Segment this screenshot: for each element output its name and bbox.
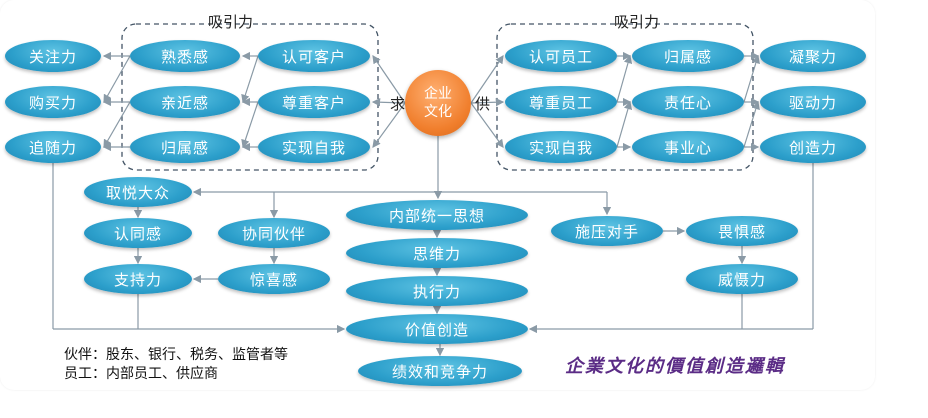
- footnote-employees: 员工：内部员工、供应商: [64, 366, 218, 382]
- node-right-inner-2: 尊重员工: [505, 86, 617, 118]
- node-thinking: 思维力: [346, 238, 528, 268]
- node-left-outer-3: 追随力: [5, 131, 101, 163]
- connector-15: [470, 102, 504, 148]
- footnote-partners: 伙伴：股东、银行、税务、监管者等: [64, 347, 288, 363]
- node-pressure-rivals: 施压对手: [551, 216, 663, 246]
- left-group-box: [121, 23, 379, 171]
- core-line-2: 文化: [424, 104, 452, 120]
- node-left-inner-3: 实现自我: [258, 131, 370, 163]
- node-left-mid-3: 归属感: [130, 131, 240, 163]
- node-fear: 畏惧感: [686, 216, 798, 246]
- node-left-inner-1: 认可客户: [258, 40, 370, 72]
- node-please-public: 取悦大众: [84, 177, 192, 207]
- connector-6: [241, 101, 259, 149]
- left-group-label: 吸引力: [208, 13, 254, 31]
- node-recognition: 认同感: [84, 218, 192, 248]
- connector-23: [743, 100, 760, 148]
- connector-10: [372, 55, 406, 104]
- node-support: 支持力: [84, 264, 192, 294]
- node-right-mid-2: 责任心: [632, 86, 744, 118]
- demand-tag: 求: [390, 95, 406, 113]
- connector-12: [372, 102, 406, 148]
- core-node: 企业 文化: [405, 70, 471, 136]
- node-left-inner-2: 尊重客户: [258, 86, 370, 118]
- node-left-mid-1: 熟悉感: [130, 40, 240, 72]
- node-value-creation: 价值创造: [346, 314, 528, 344]
- node-right-outer-3: 创造力: [760, 131, 866, 163]
- connector-7: [103, 101, 131, 149]
- right-group-label: 吸引力: [614, 13, 660, 31]
- connector-18: [616, 54, 633, 103]
- node-right-outer-2: 驱动力: [760, 86, 866, 118]
- node-performance: 绩效和竞争力: [358, 356, 522, 386]
- connector-11: [371, 98, 406, 107]
- connector-22: [616, 100, 633, 148]
- node-unified-thought: 内部统一思想: [346, 200, 528, 230]
- node-deterrence: 威慑力: [686, 264, 798, 294]
- right-group-box: [496, 23, 754, 171]
- node-right-inner-1: 认可员工: [505, 40, 617, 72]
- connector-19: [743, 54, 760, 103]
- node-right-inner-3: 实现自我: [505, 131, 617, 163]
- node-right-outer-1: 凝聚力: [760, 40, 866, 72]
- node-left-mid-2: 亲近感: [130, 86, 240, 118]
- node-right-mid-1: 归属感: [632, 40, 744, 72]
- node-execution: 执行力: [346, 276, 528, 306]
- core-line-1: 企业: [424, 86, 452, 102]
- node-left-outer-1: 关注力: [5, 40, 101, 72]
- connector-13: [470, 55, 504, 104]
- connector-14: [470, 98, 505, 107]
- node-surprise: 惊喜感: [218, 264, 330, 294]
- node-partners: 协同伙伴: [218, 218, 330, 248]
- node-right-mid-3: 事业心: [632, 131, 744, 163]
- supply-tag: 供: [475, 95, 491, 113]
- connector-2: [241, 55, 259, 104]
- connector-3: [103, 55, 131, 104]
- diagram-caption: 企業文化的價值創造邏輯: [565, 356, 785, 377]
- node-left-outer-2: 购买力: [5, 86, 101, 118]
